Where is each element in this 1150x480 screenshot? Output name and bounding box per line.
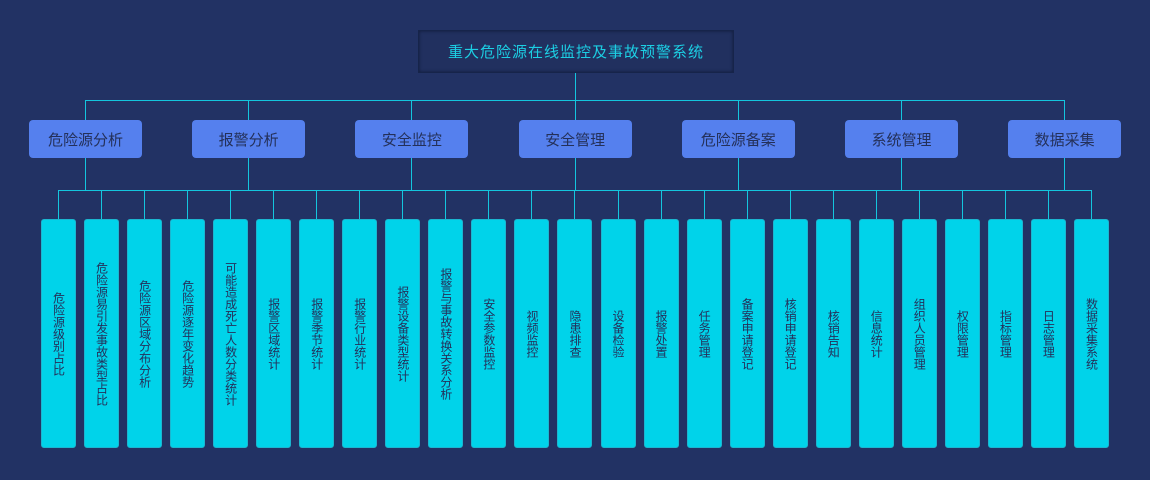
leaf-node[interactable]: 备案申请登记 [729, 219, 765, 448]
category-node[interactable]: 数据采集 [1008, 120, 1122, 158]
connector-line [316, 190, 318, 219]
leaf-label: 视频监控 [524, 309, 539, 358]
leaf-label: 安全参数监控 [481, 297, 496, 370]
connector-line [918, 190, 920, 219]
connector-line [187, 190, 189, 219]
connector-line [531, 190, 533, 219]
leaf-label: 设备检验 [611, 309, 626, 358]
connector-line [488, 190, 490, 219]
connector-line [1047, 190, 1049, 219]
connector-line [58, 190, 59, 219]
leaf-node[interactable]: 视频监控 [514, 219, 550, 448]
connector-line [273, 190, 275, 219]
leaf-label: 隐患排查 [567, 309, 582, 358]
connector-line [901, 158, 902, 190]
leaf-node[interactable]: 数据采集系统 [1073, 219, 1109, 448]
connector-line [737, 158, 739, 190]
category-node[interactable]: 系统管理 [845, 120, 958, 158]
connector-line [248, 158, 250, 190]
leaf-label: 报警与事故转换关系分析 [438, 267, 453, 400]
connector-line [144, 190, 146, 219]
leaf-node[interactable]: 报警与事故转换关系分析 [428, 219, 464, 448]
leaf-node[interactable]: 可能造成死亡人数分类统计 [213, 219, 249, 448]
category-node[interactable]: 危险源分析 [29, 120, 142, 158]
leaf-node[interactable]: 报警设备类型统计 [385, 219, 421, 448]
connector-line [737, 100, 739, 120]
leaf-label: 报警处置 [654, 309, 669, 358]
leaf-node[interactable]: 安全参数监控 [471, 219, 507, 448]
connector-line [411, 158, 413, 190]
leaf-node[interactable]: 报警季节统计 [299, 219, 335, 448]
leaf-node[interactable]: 核销告知 [815, 219, 851, 448]
leaf-node[interactable]: 组织人员管理 [901, 219, 937, 448]
connector-line [1004, 190, 1006, 219]
connector-line [832, 190, 834, 219]
leaf-label: 报警设备类型统计 [395, 285, 410, 382]
leaf-label: 权限管理 [955, 309, 970, 358]
leaf-label: 核销告知 [826, 309, 841, 358]
connector-line [402, 190, 404, 219]
leaf-label: 危险源易引发事故类型占比 [94, 261, 109, 406]
connector-line [574, 190, 576, 219]
leaf-node[interactable]: 危险源级别占比 [41, 219, 76, 448]
connector-line [359, 190, 361, 219]
connector-line [574, 100, 576, 120]
leaf-node[interactable]: 危险源易引发事故类型占比 [84, 219, 120, 448]
leaf-node[interactable]: 隐患排查 [557, 219, 593, 448]
leaf-label: 组织人员管理 [912, 297, 927, 370]
connector-line [574, 158, 576, 190]
leaf-node[interactable]: 指标管理 [987, 219, 1023, 448]
category-node[interactable]: 报警分析 [192, 120, 306, 158]
leaf-label: 报警行业统计 [352, 297, 367, 370]
connector-line [85, 100, 86, 120]
leaf-node[interactable]: 危险源逐年变化趋势 [170, 219, 206, 448]
connector-line [746, 190, 748, 219]
connector-line [1064, 100, 1066, 120]
leaf-node[interactable]: 任务管理 [686, 219, 722, 448]
connector-line [789, 190, 791, 219]
leaf-label: 备案申请登记 [740, 297, 755, 370]
leaf-label: 核销申请登记 [783, 297, 798, 370]
connector-line [617, 190, 619, 219]
leaf-node[interactable]: 信息统计 [858, 219, 894, 448]
leaf-node[interactable]: 危险源区域分布分析 [127, 219, 163, 448]
leaf-label: 任务管理 [697, 309, 712, 358]
leaf-label: 指标管理 [998, 309, 1013, 358]
leaf-label: 危险源区域分布分析 [137, 279, 152, 388]
leaf-node[interactable]: 报警区域统计 [256, 219, 292, 448]
leaf-node[interactable]: 日志管理 [1030, 219, 1066, 448]
category-node[interactable]: 安全管理 [518, 120, 632, 158]
category-node[interactable]: 危险源备案 [681, 120, 795, 158]
connector-line [961, 190, 963, 219]
connector-line [230, 190, 232, 219]
connector-line [411, 100, 413, 120]
leaf-label: 报警区域统计 [266, 297, 281, 370]
leaf-node[interactable]: 报警处置 [643, 219, 679, 448]
connector-line [445, 190, 447, 219]
leaf-label: 可能造成死亡人数分类统计 [223, 261, 238, 406]
connector-line [660, 190, 662, 219]
leaf-node[interactable]: 报警行业统计 [342, 219, 378, 448]
system-title: 重大危险源在线监控及事故预警系统 [418, 30, 734, 73]
connector-line [875, 190, 877, 219]
connector-line [901, 100, 902, 120]
leaf-label: 日志管理 [1041, 309, 1056, 358]
leaf-label: 信息统计 [869, 309, 884, 358]
connector-line [1064, 158, 1066, 190]
leaf-node[interactable]: 核销申请登记 [772, 219, 808, 448]
connector-line [703, 190, 705, 219]
leaf-node[interactable]: 设备检验 [600, 219, 636, 448]
connector-line [1090, 190, 1092, 219]
category-node[interactable]: 安全监控 [355, 120, 469, 158]
leaf-node[interactable]: 权限管理 [944, 219, 980, 448]
connector-line [575, 71, 576, 100]
leaf-label: 报警季节统计 [309, 297, 324, 370]
leaf-label: 数据采集系统 [1084, 297, 1099, 370]
connector-line [248, 100, 250, 120]
leaf-label: 危险源级别占比 [51, 291, 66, 376]
connector-line [101, 190, 103, 219]
connector-line [85, 158, 86, 190]
leaf-label: 危险源逐年变化趋势 [180, 279, 195, 388]
